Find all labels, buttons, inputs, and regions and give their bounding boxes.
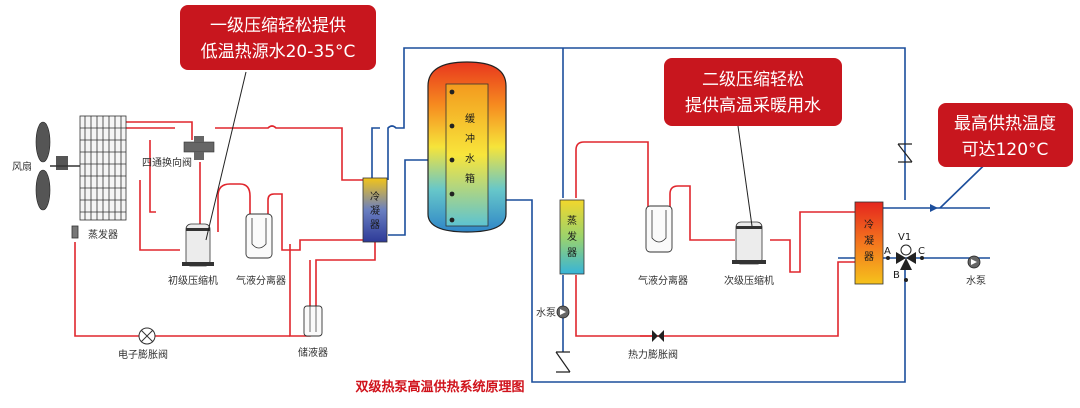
- check-valve-1: [555, 351, 571, 373]
- evaporator-coil: [71, 115, 127, 239]
- primary-compressor-label: 初级压缩机: [168, 274, 218, 287]
- water-pump-1: [556, 305, 570, 319]
- condenser-1-char-2: 凝: [370, 205, 380, 217]
- thermal-expansion-valve-label: 热力膨胀阀: [628, 348, 678, 361]
- receiver: [303, 305, 323, 337]
- callout-max-temp-line2: 可达120°C: [962, 140, 1049, 160]
- evaporator-label: 蒸发器: [88, 228, 118, 241]
- condenser-1: [362, 177, 388, 243]
- evaporator-2-char-1: 蒸: [567, 215, 577, 227]
- receiver-label: 储液器: [298, 346, 328, 359]
- evaporator-2-char-3: 器: [567, 247, 577, 259]
- water-pump-1-label: 水泵: [536, 307, 556, 319]
- check-valve-2: [897, 143, 913, 163]
- gas-liquid-separator-1-label: 气液分离器: [236, 274, 286, 287]
- condenser-2-char-3: 器: [864, 251, 874, 263]
- port-c-label: C: [918, 246, 925, 257]
- port-a-label: A: [884, 246, 891, 257]
- secondary-compressor-label: 次级压缩机: [724, 274, 774, 287]
- condenser-2-char-1: 冷: [864, 218, 874, 231]
- gas-liquid-separator-1: [245, 213, 273, 259]
- condenser-2: [854, 201, 884, 285]
- four-way-valve: [183, 136, 215, 160]
- callout-stage2-line1: 二级压缩轻松: [702, 70, 804, 90]
- thermal-expansion-valve: [652, 330, 664, 342]
- four-way-valve-label: 四通换向阀: [142, 156, 192, 169]
- callout-stage2-leader: [737, 125, 753, 227]
- gas-liquid-separator-2-label: 气液分离器: [638, 274, 688, 287]
- buffer-tank: [427, 61, 507, 233]
- gas-liquid-separator-2: [645, 205, 673, 253]
- buffer-tank-char-1: 缓: [465, 112, 475, 125]
- condenser-1-char-3: 器: [370, 219, 380, 231]
- buffer-tank-char-3: 水: [465, 153, 475, 165]
- water-pump-2-label: 水泵: [966, 275, 986, 287]
- callout-stage1: 一级压缩轻松提供 低温热源水20-35°C: [180, 5, 376, 70]
- electronic-expansion-valve: [138, 327, 156, 345]
- fan: [35, 121, 80, 211]
- callout-stage1-line2: 低温热源水20-35°C: [201, 42, 356, 62]
- arrow-supply: [930, 204, 938, 212]
- evaporator-2-char-2: 发: [567, 230, 577, 243]
- callout-max-temp-line1: 最高供热温度: [954, 114, 1056, 134]
- fan-label: 风扇: [12, 160, 32, 173]
- buffer-tank-char-4: 箱: [465, 172, 475, 185]
- callout-stage2: 二级压缩轻松 提供高温采暖用水: [664, 58, 842, 126]
- callout-max-temp: 最高供热温度 可达120°C: [938, 103, 1073, 167]
- port-b-label: B: [893, 270, 900, 281]
- diagram-title: 双级热泵高温供热系统原理图: [355, 379, 524, 395]
- condenser-2-char-2: 凝: [864, 235, 874, 247]
- callout-stage1-leader: [205, 71, 247, 241]
- three-way-valve: [886, 244, 924, 282]
- condenser-1-char-1: 冷: [370, 190, 380, 203]
- water-pump-2: [967, 255, 981, 269]
- callout-stage2-line2: 提供高温采暖用水: [685, 96, 821, 116]
- three-way-valve-label: V1: [898, 232, 911, 243]
- secondary-compressor: [732, 221, 766, 265]
- primary-compressor: [182, 223, 214, 267]
- evaporator-2: [559, 199, 585, 275]
- callout-stage1-line1: 一级压缩轻松提供: [210, 16, 346, 36]
- electronic-expansion-valve-label: 电子膨胀阀: [118, 348, 168, 361]
- buffer-tank-char-2: 冲: [465, 132, 475, 145]
